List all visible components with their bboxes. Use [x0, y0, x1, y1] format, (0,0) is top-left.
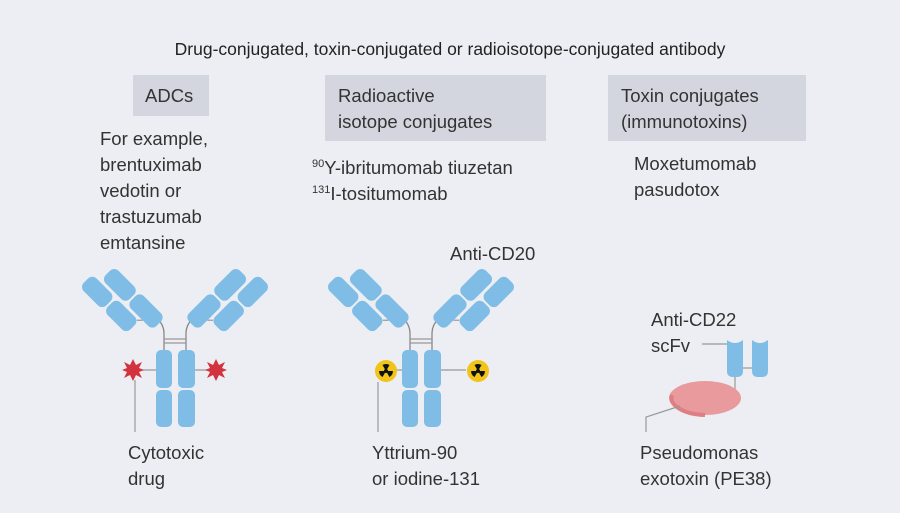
superscript: 90	[312, 158, 325, 170]
radioisotope-label: Yttrium-90 or iodine-131	[372, 442, 480, 489]
cytotoxic-drug-icon	[122, 359, 227, 381]
superscript: 131	[312, 184, 331, 196]
pseudomonas-label: Pseudomonas exotoxin (PE38)	[640, 442, 772, 489]
adc-description: For example, brentuximab vedotin or tras…	[100, 128, 208, 253]
anti-cd20-label: Anti-CD20	[450, 243, 536, 264]
diagram-title: Drug-conjugated, toxin-conjugated or rad…	[174, 39, 726, 59]
scfv-immunotoxin	[645, 340, 768, 432]
pe38-toxin	[669, 381, 741, 415]
adc-header-box	[133, 75, 209, 116]
radio-example-2: 131I-tositumomab	[312, 177, 448, 207]
toxin-description: Moxetumomab pasudotox	[634, 153, 757, 200]
toxin-header-box	[608, 75, 806, 141]
adc-antibody	[80, 259, 271, 427]
radio-header: Radioactive isotope conjugates	[338, 85, 493, 132]
radio-example-1: 90Y-ibritumomab tiuzetan	[312, 151, 513, 181]
example-text: Y-ibritumomab tiuzetan	[324, 157, 513, 178]
adc-header: ADCs	[145, 85, 194, 106]
radio-header-box	[325, 75, 546, 141]
cytotoxic-drug-label: Cytotoxic drug	[128, 442, 205, 489]
anti-cd22-label: Anti-CD22 scFv	[651, 309, 737, 356]
anti-cd20-antibody	[326, 259, 517, 427]
example-text: I-tositumomab	[330, 183, 448, 204]
toxin-header: Toxin conjugates (immunotoxins)	[621, 85, 759, 132]
